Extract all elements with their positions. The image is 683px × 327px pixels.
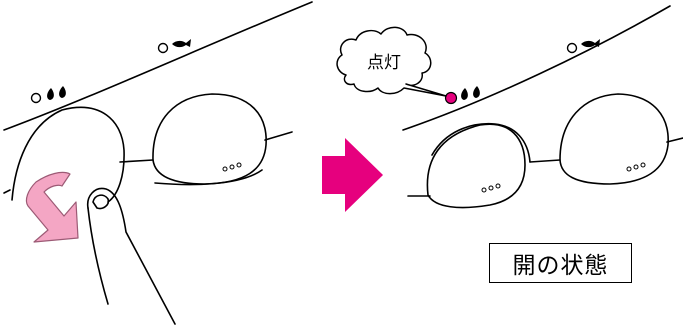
base-line: [3, 189, 11, 194]
hinge-line: [666, 137, 683, 143]
drops-icon: [461, 86, 480, 100]
callout-text: 点灯: [367, 53, 401, 73]
indicator-dot-icon: [566, 42, 578, 54]
right-arrow-icon: [322, 138, 383, 212]
finger-press-icon: [86, 187, 176, 325]
lid-right-closed-right-panel: [559, 93, 669, 185]
vent-dot: [640, 162, 646, 168]
vent-dot: [481, 187, 487, 193]
base-line: [154, 169, 263, 186]
vent-dot: [626, 166, 632, 172]
indicator-dot-icon: [157, 42, 169, 54]
hinge-line: [529, 159, 561, 163]
lid-left-open-rim: [431, 122, 531, 163]
vent-dot: [229, 164, 235, 170]
appliance-body-edge-left: [3, 1, 313, 131]
vent-dot: [495, 183, 501, 189]
fingernail: [92, 194, 110, 210]
vent-dot: [236, 162, 242, 168]
fish-icon: [172, 39, 191, 48]
hinge-line: [119, 159, 154, 163]
state-label: 開の状態: [489, 243, 632, 283]
indicator-group-left: [30, 39, 191, 104]
fish-icon: [581, 39, 600, 48]
drops-icon: [47, 86, 66, 100]
indicator-lamp-lit: [444, 91, 458, 105]
indicator-group-right: [444, 39, 600, 105]
vent-dot: [222, 166, 228, 172]
lid-left-open: [426, 123, 526, 209]
callout-bubble: [336, 26, 447, 97]
curved-arrow-icon: [25, 171, 79, 243]
lid-left-pressed: [11, 106, 125, 203]
finger-outline: [87, 207, 109, 305]
vent-dot: [488, 185, 494, 191]
appliance-body-edge-right: [402, 5, 671, 131]
lid-right-closed-left-panel: [152, 93, 267, 185]
hinge-line: [264, 131, 293, 141]
vent-dot: [633, 164, 639, 170]
indicator-dot-icon: [30, 92, 42, 104]
